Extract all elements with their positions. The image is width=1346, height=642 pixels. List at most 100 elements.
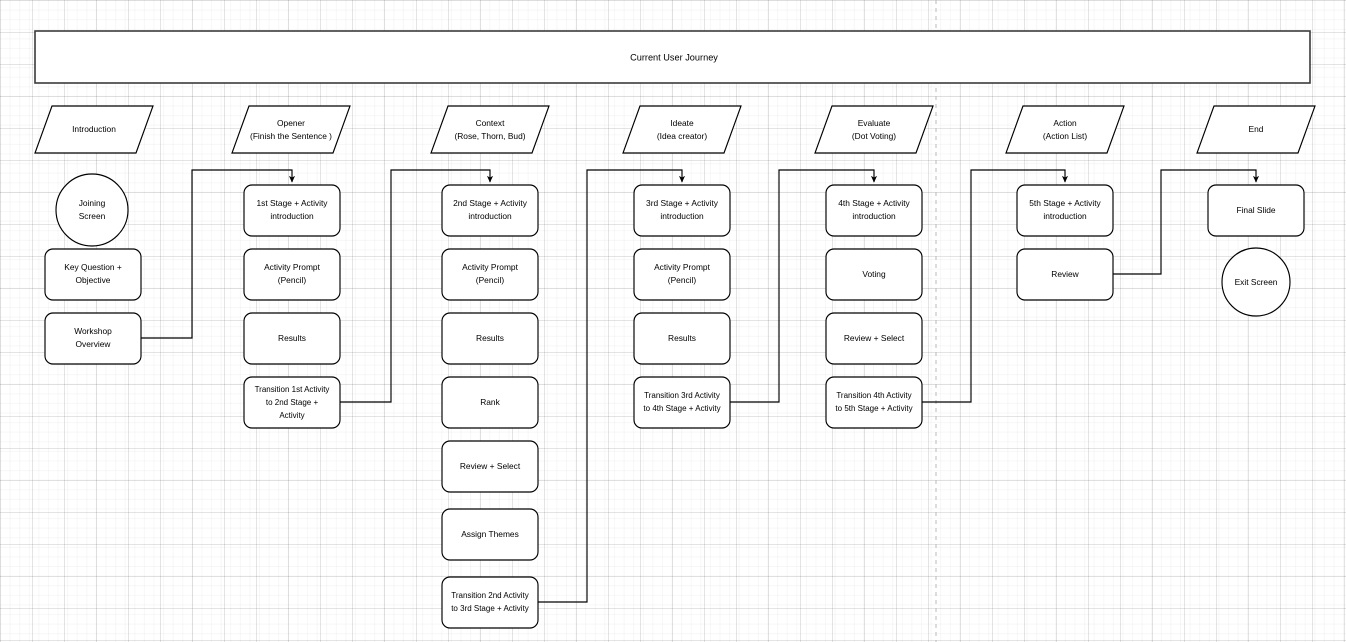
header-context[interactable]: Context (Rose, Thorn, Bud) <box>430 105 550 154</box>
node-evaluate-voting[interactable]: Voting <box>825 248 923 301</box>
node-2nd-stage-line2: introduction <box>468 211 512 221</box>
node-key-question-line1: Key Question + <box>64 262 122 272</box>
node-4th-stage-line2: introduction <box>852 211 896 221</box>
node-context-rank[interactable]: Rank <box>441 376 539 429</box>
node-context-activity-prompt-line1: Activity Prompt <box>462 262 519 272</box>
node-transition-1st-activity[interactable]: Transition 1st Activity to 2nd Stage + A… <box>243 376 341 429</box>
node-3rd-stage-line1: 3rd Stage + Activity <box>646 198 719 208</box>
connector-review-to-final-slide <box>1113 169 1260 275</box>
node-5th-stage-line2: introduction <box>1043 211 1087 221</box>
title-band-label: Current User Journey <box>630 52 718 62</box>
node-transition-4th-line1: Transition 4th Activity <box>836 391 911 400</box>
column-evaluate-nodes: 4th Stage + Activity introduction Voting… <box>825 184 923 429</box>
node-4th-stage-activity-introduction[interactable]: 4th Stage + Activity introduction <box>825 184 923 237</box>
column-context-nodes: 2nd Stage + Activity introduction Activi… <box>441 184 539 629</box>
connector-transition3-to-4th-stage <box>730 169 878 403</box>
column-end-nodes: Final Slide Exit Screen <box>1207 184 1305 317</box>
header-action-line1: Action <box>1053 118 1077 128</box>
node-evaluate-review-select-line1: Review + Select <box>844 333 905 343</box>
header-ideate[interactable]: Ideate (Idea creator) <box>622 105 742 154</box>
node-1st-stage-activity-introduction[interactable]: 1st Stage + Activity introduction <box>243 184 341 237</box>
node-opener-activity-prompt-line1: Activity Prompt <box>264 262 321 272</box>
node-transition-1st-line1: Transition 1st Activity <box>255 385 330 394</box>
node-transition-4th-line2: to 5th Stage + Activity <box>835 404 912 413</box>
node-final-slide[interactable]: Final Slide <box>1207 184 1305 237</box>
node-3rd-stage-line2: introduction <box>660 211 704 221</box>
node-transition-1st-line3: Activity <box>279 411 304 420</box>
node-context-rank-line1: Rank <box>480 397 500 407</box>
node-workshop-overview-line1: Workshop <box>74 326 112 336</box>
column-introduction-nodes: Joining Screen Key Question + Objective … <box>44 173 142 365</box>
node-joining-screen-line2: Screen <box>79 211 106 221</box>
node-2nd-stage-activity-introduction[interactable]: 2nd Stage + Activity introduction <box>441 184 539 237</box>
node-context-results[interactable]: Results <box>441 312 539 365</box>
node-transition-3rd-activity[interactable]: Transition 3rd Activity to 4th Stage + A… <box>633 376 731 429</box>
node-4th-stage-line1: 4th Stage + Activity <box>838 198 910 208</box>
header-opener[interactable]: Opener (Finish the Sentence ) <box>231 105 351 154</box>
node-opener-activity-prompt[interactable]: Activity Prompt (Pencil) <box>243 248 341 301</box>
node-joining-screen[interactable]: Joining Screen <box>55 173 129 247</box>
node-transition-2nd-line1: Transition 2nd Activity <box>451 591 529 600</box>
column-headers: Introduction Opener (Finish the Sentence… <box>34 105 1316 154</box>
header-introduction[interactable]: Introduction <box>34 105 154 154</box>
header-opener-line1: Opener <box>277 118 305 128</box>
connector-transition4-to-5th-stage <box>922 169 1069 403</box>
node-ideate-results-line1: Results <box>668 333 696 343</box>
node-evaluate-review-select[interactable]: Review + Select <box>825 312 923 365</box>
node-context-activity-prompt[interactable]: Activity Prompt (Pencil) <box>441 248 539 301</box>
node-transition-3rd-line1: Transition 3rd Activity <box>644 391 720 400</box>
header-ideate-line1: Ideate <box>670 118 694 128</box>
connector-transition1-to-2nd-stage <box>340 169 494 403</box>
header-evaluate-line1: Evaluate <box>858 118 891 128</box>
header-action[interactable]: Action (Action List) <box>1005 105 1125 154</box>
node-context-activity-prompt-line2: (Pencil) <box>476 275 505 285</box>
node-final-slide-line1: Final Slide <box>1236 205 1275 215</box>
header-context-line1: Context <box>476 118 506 128</box>
node-ideate-activity-prompt-line2: (Pencil) <box>668 275 697 285</box>
node-joining-screen-line1: Joining <box>79 198 106 208</box>
node-ideate-activity-prompt-line1: Activity Prompt <box>654 262 711 272</box>
node-opener-results[interactable]: Results <box>243 312 341 365</box>
node-transition-4th-activity[interactable]: Transition 4th Activity to 5th Stage + A… <box>825 376 923 429</box>
node-exit-screen-line1: Exit Screen <box>1235 277 1278 287</box>
node-context-review-select[interactable]: Review + Select <box>441 440 539 493</box>
node-context-review-select-line1: Review + Select <box>460 461 521 471</box>
node-context-results-line1: Results <box>476 333 504 343</box>
node-transition-2nd-activity[interactable]: Transition 2nd Activity to 3rd Stage + A… <box>441 576 539 629</box>
node-ideate-activity-prompt[interactable]: Activity Prompt (Pencil) <box>633 248 731 301</box>
node-context-assign-themes[interactable]: Assign Themes <box>441 508 539 561</box>
node-1st-stage-line2: introduction <box>270 211 314 221</box>
header-ideate-line2: (Idea creator) <box>657 131 707 141</box>
node-transition-3rd-line2: to 4th Stage + Activity <box>643 404 720 413</box>
header-end-line1: End <box>1249 124 1264 134</box>
node-evaluate-voting-line1: Voting <box>862 269 886 279</box>
column-action-nodes: 5th Stage + Activity introduction Review <box>1016 184 1114 301</box>
header-end[interactable]: End <box>1196 105 1316 154</box>
node-transition-2nd-line2: to 3rd Stage + Activity <box>451 604 529 613</box>
connector-group <box>141 169 1260 603</box>
node-key-question-objective[interactable]: Key Question + Objective <box>44 248 142 301</box>
column-ideate-nodes: 3rd Stage + Activity introduction Activi… <box>633 184 731 429</box>
node-workshop-overview-line2: Overview <box>76 339 112 349</box>
node-ideate-results[interactable]: Results <box>633 312 731 365</box>
header-evaluate[interactable]: Evaluate (Dot Voting) <box>814 105 934 154</box>
header-context-line2: (Rose, Thorn, Bud) <box>454 131 525 141</box>
node-3rd-stage-activity-introduction[interactable]: 3rd Stage + Activity introduction <box>633 184 731 237</box>
node-key-question-line2: Objective <box>76 275 111 285</box>
header-opener-line2: (Finish the Sentence ) <box>250 131 332 141</box>
node-action-review[interactable]: Review <box>1016 248 1114 301</box>
header-action-line2: (Action List) <box>1043 131 1087 141</box>
node-workshop-overview[interactable]: Workshop Overview <box>44 312 142 365</box>
node-1st-stage-line1: 1st Stage + Activity <box>257 198 329 208</box>
header-introduction-line1: Introduction <box>72 124 116 134</box>
connector-workshop-to-1st-stage <box>141 169 296 339</box>
node-5th-stage-activity-introduction[interactable]: 5th Stage + Activity introduction <box>1016 184 1114 237</box>
node-action-review-line1: Review <box>1051 269 1079 279</box>
node-exit-screen[interactable]: Exit Screen <box>1221 247 1291 317</box>
node-opener-activity-prompt-line2: (Pencil) <box>278 275 307 285</box>
node-2nd-stage-line1: 2nd Stage + Activity <box>453 198 528 208</box>
column-opener-nodes: 1st Stage + Activity introduction Activi… <box>243 184 341 429</box>
connector-transition2-to-3rd-stage <box>538 169 686 603</box>
